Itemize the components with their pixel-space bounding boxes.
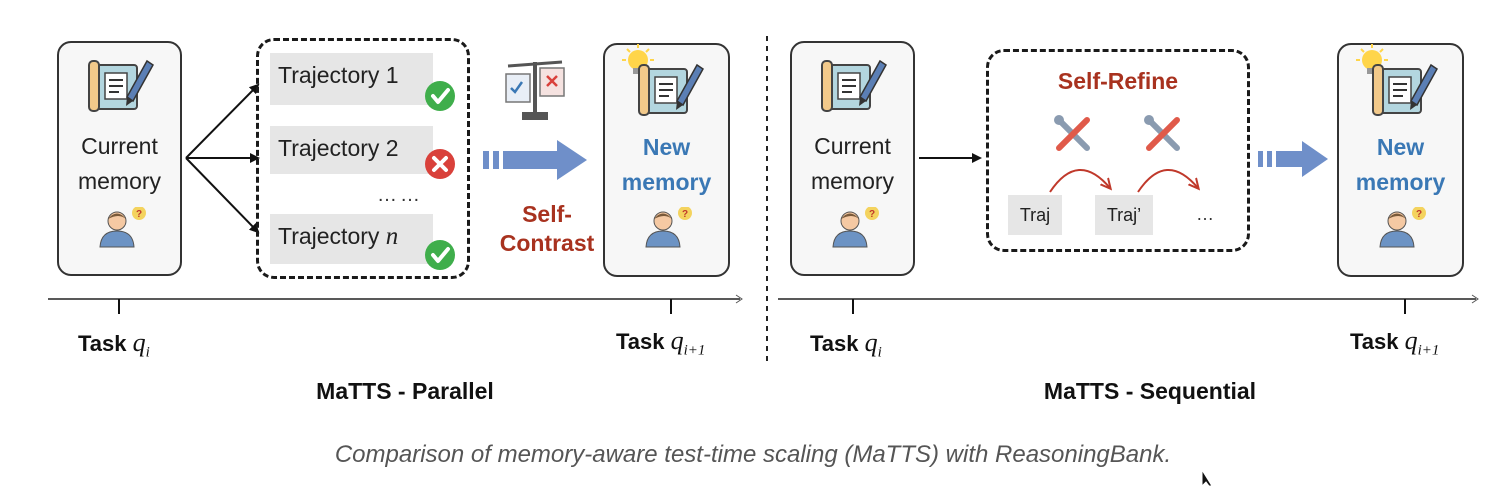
- balance-scale-icon: [505, 60, 565, 120]
- trajectory-1-label: Trajectory 1: [278, 62, 399, 88]
- task-start-sequential: Task qi: [810, 328, 882, 361]
- task-label: Task: [78, 331, 127, 356]
- task-end-sequential: Task qi+1: [1350, 326, 1439, 359]
- task-var: q: [670, 326, 684, 355]
- figure-caption: Comparison of memory-aware test-time sca…: [334, 441, 1172, 468]
- current-memory-box-parallel: Current memory: [57, 41, 182, 276]
- new-memory-label-line1: New: [642, 134, 691, 160]
- task-sub: i+1: [683, 342, 706, 359]
- task-sub: i: [877, 344, 882, 361]
- task-end-parallel: Task qi+1: [616, 326, 705, 359]
- current-memory-label-line1: Current: [814, 133, 891, 159]
- new-memory-box-parallel: New memory: [603, 43, 730, 277]
- self-refine-group: [986, 49, 1250, 252]
- current-memory-label-line2: memory: [77, 168, 162, 194]
- self-refine-label: Self-Refine: [1057, 68, 1179, 94]
- new-memory-label-line2: memory: [621, 169, 712, 195]
- self-contrast-label: Self- Contrast: [497, 200, 597, 258]
- task-start-parallel: Task qi: [78, 328, 150, 361]
- task-sub: i: [145, 344, 150, 361]
- new-memory-box-sequential: New memory: [1337, 43, 1464, 277]
- trajectories-group: [256, 38, 470, 279]
- parallel-title: MaTTS - Parallel: [316, 378, 494, 404]
- sequential-title: MaTTS - Sequential: [1043, 378, 1257, 404]
- trajectory-n-label: Trajectory: [278, 223, 380, 249]
- self-contrast-line1: Self-: [522, 201, 572, 227]
- traj-ellipsis: …: [1196, 204, 1214, 224]
- transition-arrow-icon: [1258, 141, 1328, 177]
- current-memory-label-line2: memory: [810, 168, 895, 194]
- traj-box-2: Traj’: [1095, 195, 1153, 235]
- new-memory-label-line1: New: [1376, 134, 1425, 160]
- trajectory-1: Trajectory 1: [270, 53, 433, 105]
- current-memory-label-line1: Current: [81, 133, 158, 159]
- self-contrast-line2: Contrast: [499, 230, 595, 256]
- task-label: Task: [616, 329, 665, 354]
- new-memory-label-line2: memory: [1355, 169, 1446, 195]
- task-label: Task: [1350, 329, 1399, 354]
- task-var: q: [864, 328, 878, 357]
- traj-box-1: Traj: [1008, 195, 1062, 235]
- transition-arrow-icon: [483, 140, 587, 180]
- task-var: q: [1404, 326, 1418, 355]
- mouse-cursor-icon: [1201, 470, 1213, 486]
- trajectory-n-var: n: [385, 223, 399, 250]
- task-var: q: [132, 328, 146, 357]
- trajectory-n: Trajectory n: [270, 214, 433, 264]
- trajectory-2: Trajectory 2: [270, 126, 433, 174]
- current-memory-box-sequential: Current memory: [790, 41, 915, 276]
- trajectory-ellipsis: ……: [377, 184, 423, 206]
- task-sub: i+1: [1417, 342, 1440, 359]
- trajectory-2-label: Trajectory 2: [278, 135, 399, 161]
- task-label: Task: [810, 331, 859, 356]
